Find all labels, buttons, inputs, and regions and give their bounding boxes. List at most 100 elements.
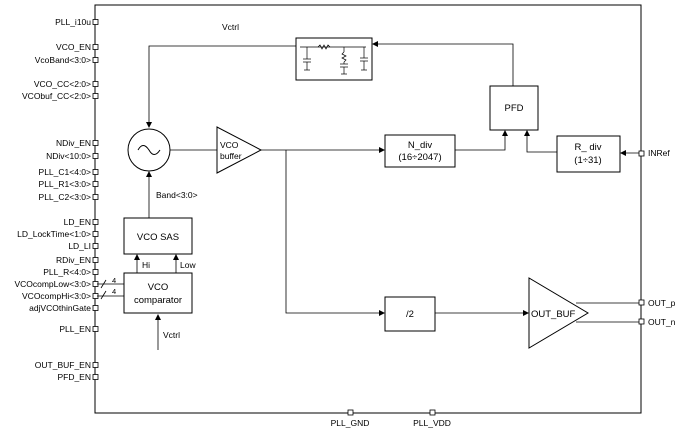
left-pin-label: VCO_CC<2:0> (34, 79, 91, 89)
rdiv-to-pfd-arrow (524, 130, 530, 136)
pfd-to-filter-arrow (372, 41, 378, 47)
vco-comparator-label-2: comparator (134, 295, 182, 306)
vco-buffer (216, 126, 263, 174)
left-pin-label: VCObuf_CC<2:0> (22, 91, 91, 101)
pll-gnd-label: PLL_GND (331, 418, 370, 428)
div2-block (384, 296, 436, 332)
n-div-block (384, 134, 456, 168)
vco-buffer-label-1: VCO (220, 140, 239, 150)
bus-width-label-low: 4 (112, 276, 116, 285)
left-pin-marker (92, 257, 99, 263)
r-div-range: (1÷31) (574, 155, 601, 166)
left-pin-marker (92, 153, 99, 159)
buffer-output-wires (261, 149, 383, 314)
vctrl-bottom-arrow (155, 314, 161, 320)
bus-width-label-hi: 4 (112, 287, 116, 296)
to-ndiv-arrow (379, 147, 385, 153)
left-pin-label: RDiv_EN (56, 255, 91, 265)
pfd-block (489, 85, 539, 131)
vco-comparator-block (123, 272, 193, 314)
out-buf-label: OUT_BUF (531, 309, 576, 320)
loop-filter-components (300, 44, 368, 75)
inref-pin (638, 150, 645, 157)
left-pin-marker (92, 44, 99, 50)
left-pin-label: PLL_EN (59, 324, 91, 334)
ndiv-to-pfd-arrow (502, 130, 508, 136)
n-div-range: (16÷2047) (398, 152, 441, 163)
left-pin-marker (92, 326, 99, 332)
left-pin-marker (92, 219, 99, 225)
pll-gnd-pin (347, 409, 354, 416)
inref-arrow (620, 150, 626, 156)
left-pin-label: PFD_EN (57, 372, 91, 382)
pll-vdd-label: PLL_VDD (413, 418, 451, 428)
band-label: Band<3:0> (156, 190, 198, 200)
left-pin-label: VCO_EN (56, 42, 91, 52)
vco-buffer-label-2: buffer (220, 151, 242, 161)
left-pin-label: NDiv<10:0> (46, 151, 91, 161)
vctrl-wire (148, 45, 296, 124)
vco-sas-block (123, 217, 193, 255)
low-arrow (173, 254, 179, 260)
to-div2-arrow (379, 310, 385, 316)
left-pin-label: LD_LockTime<1:0> (17, 229, 91, 239)
vco-sas-label: VCO SAS (137, 232, 179, 243)
sine-wave-icon (137, 145, 161, 155)
div2-label: /2 (406, 309, 414, 320)
out-n-pin (638, 318, 645, 325)
vctrl-arrow (146, 122, 152, 128)
left-pin-marker (92, 374, 99, 380)
left-pin-label: PLL_R1<3:0> (39, 179, 91, 189)
comparator-input-wires (97, 283, 124, 297)
left-pin-marker (92, 140, 99, 146)
out-p-pin (638, 299, 645, 306)
left-pin-label: NDiv_EN (56, 138, 91, 148)
left-pin-marker (92, 305, 99, 311)
left-pin-marker (92, 57, 99, 63)
hi-label: Hi (142, 260, 150, 270)
left-pin-marker (92, 19, 99, 25)
vctrl-bottom-label: Vctrl (163, 330, 180, 340)
left-pin-label: PLL_C1<4:0> (39, 167, 91, 177)
left-pin-label: LD_EN (64, 217, 91, 227)
out-p-label: OUT_p (648, 298, 676, 308)
pfd-label: PFD (505, 103, 524, 114)
left-pin-label: VcoBand<3:0> (35, 55, 91, 65)
output-wires (576, 302, 641, 323)
left-pin-marker (92, 269, 99, 275)
left-pin-marker (92, 81, 99, 87)
left-pin-label: LD_LI (68, 241, 91, 251)
div2-to-outbuf-arrow (523, 310, 529, 316)
left-pin-marker (92, 231, 99, 237)
low-label: Low (180, 260, 196, 270)
r-div-block (556, 135, 621, 173)
left-pin-marker (92, 362, 99, 368)
n-div-label: N_div (408, 140, 433, 151)
hi-low-wires (136, 258, 177, 273)
hi-arrow (134, 254, 140, 260)
vctrl-top-label: Vctrl (222, 22, 239, 32)
vco-comparator-label-1: VCO (148, 282, 169, 293)
pll-boundary (94, 4, 642, 414)
left-pin-marker (92, 194, 99, 200)
pfd-to-filter-wire (376, 43, 514, 86)
left-pin-label: OUT_BUF_EN (35, 360, 91, 370)
left-pin-label: VCOcompLow<3:0> (14, 279, 91, 289)
pll-vdd-pin (429, 409, 436, 416)
left-pin-marker (92, 93, 99, 99)
out-buf (528, 277, 589, 349)
rdiv-to-pfd-wire (526, 134, 557, 153)
left-pin-label: VCOcompHi<3:0> (22, 291, 91, 301)
ndiv-to-pfd-wire (455, 134, 506, 151)
r-div-label: R_ div (575, 142, 602, 153)
left-pin-label: PLL_i10u (55, 17, 91, 27)
band-arrow (146, 171, 152, 177)
left-pin-marker (92, 243, 99, 249)
left-pin-label: PLL_R<4:0> (43, 267, 91, 277)
inref-label: INRef (648, 148, 670, 158)
out-n-label: OUT_n (648, 317, 676, 327)
left-pin-label: adjVCOthinGate (29, 303, 91, 313)
left-pin-marker (92, 181, 99, 187)
